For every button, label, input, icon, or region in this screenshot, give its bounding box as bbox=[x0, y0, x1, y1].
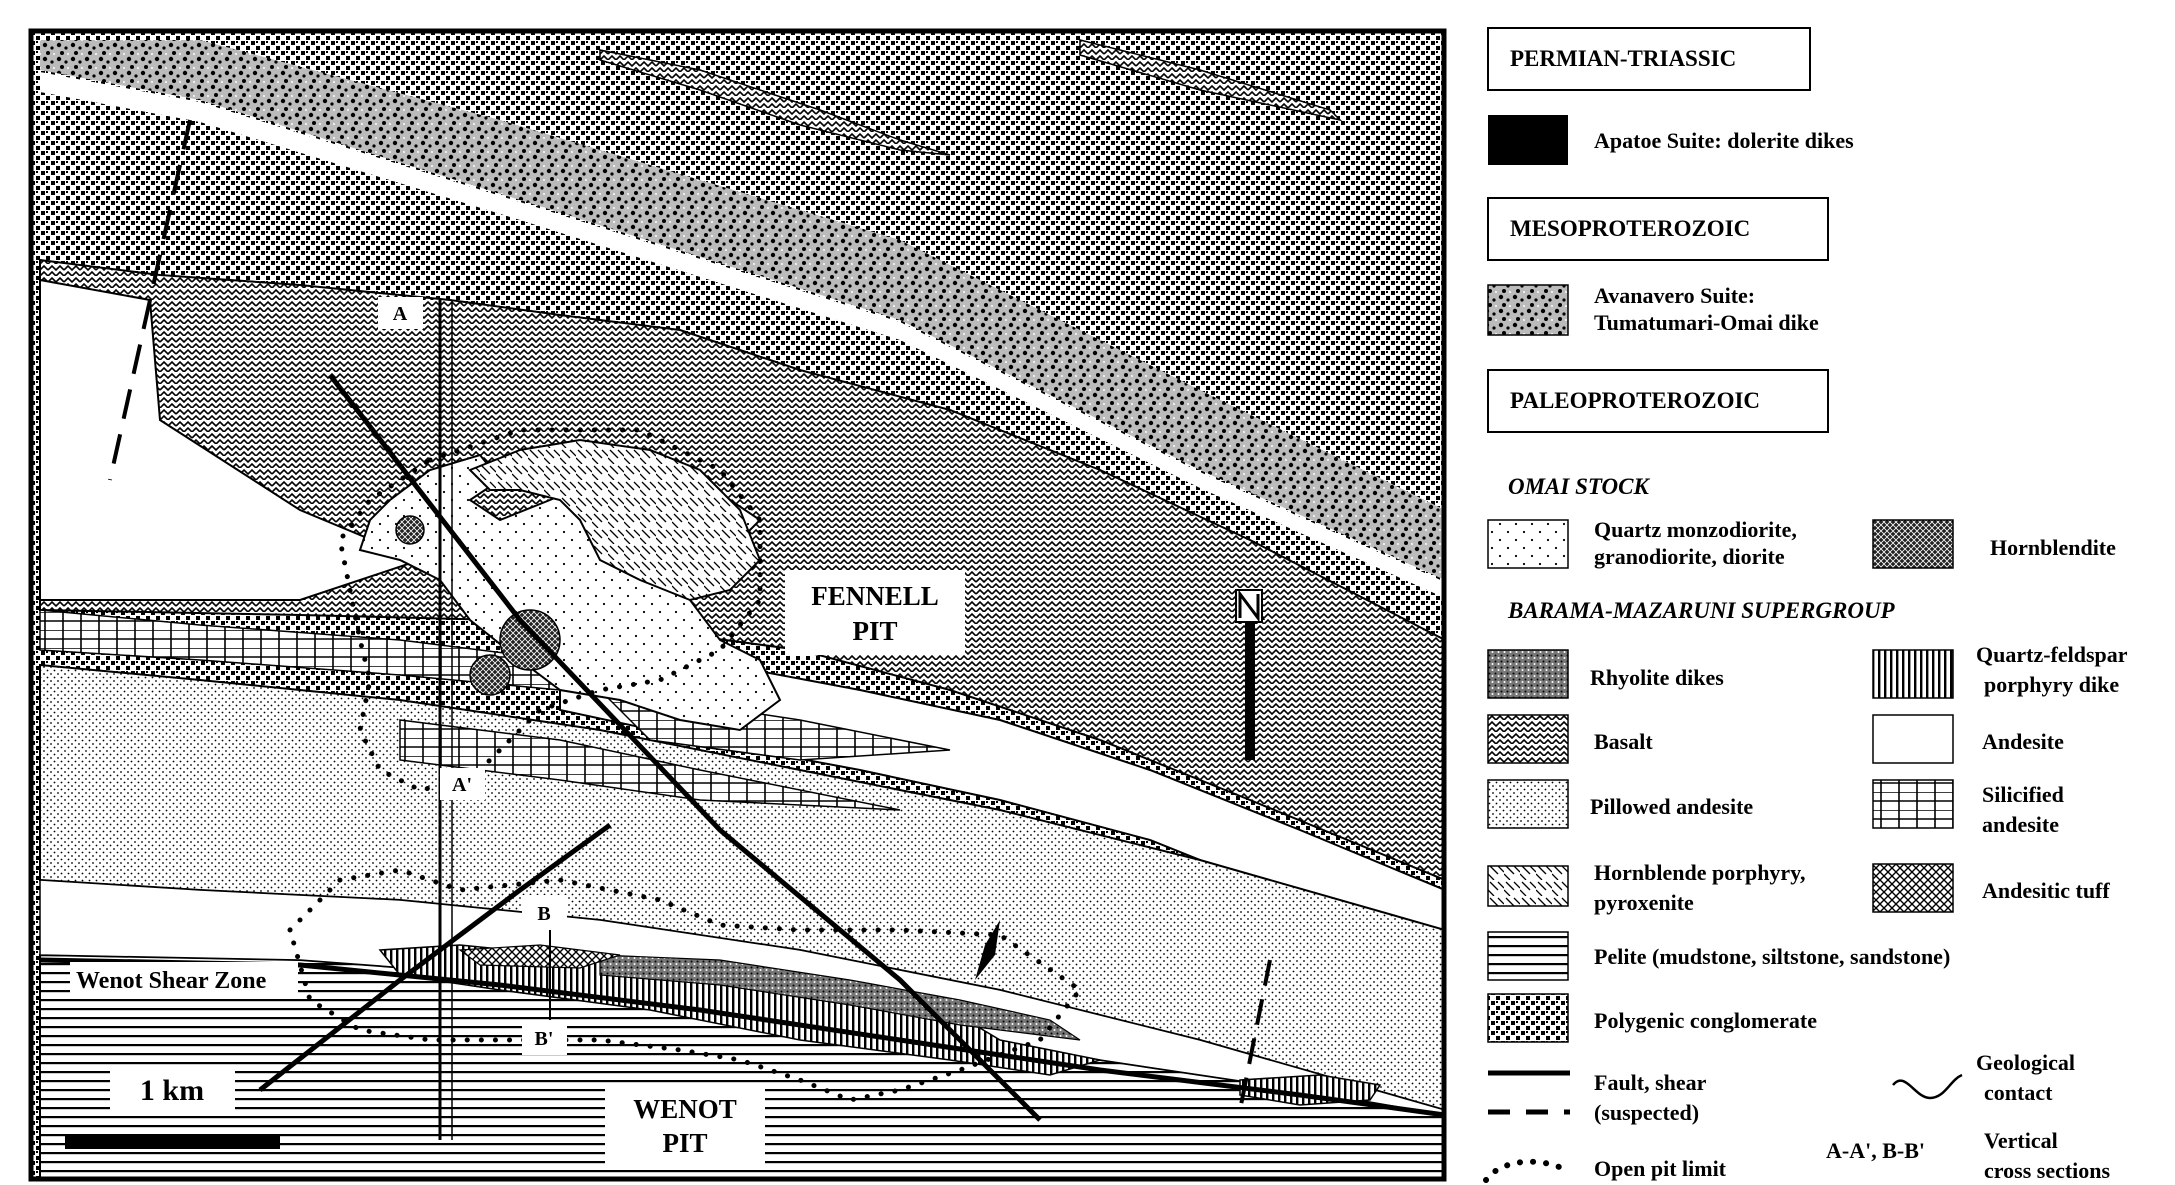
legend-label-hbl-porphyry-1: Hornblende porphyry, bbox=[1594, 860, 1805, 885]
fennell-pit-label-box bbox=[785, 570, 965, 655]
scale-bar bbox=[65, 1135, 280, 1149]
legend-swatch-silicified-andesite bbox=[1872, 779, 1954, 829]
fault-suspected-nw bbox=[108, 119, 192, 481]
unit-andesitic-tuff-lens bbox=[458, 944, 621, 969]
unit-dolerite-dike-pod bbox=[975, 920, 1000, 980]
fault-diagonal-main bbox=[328, 373, 1042, 1122]
legend-label-fault-2: (suspected) bbox=[1594, 1100, 1699, 1125]
legend-label-hornblendite: Hornblendite bbox=[1990, 535, 2116, 560]
map-frame bbox=[28, 28, 1447, 1182]
legend-label-pillowed-andesite: Pillowed andesite bbox=[1590, 794, 1753, 819]
unit-hornblendite-3 bbox=[395, 515, 425, 545]
scale-label: 1 km bbox=[140, 1074, 204, 1107]
legend-swatch-apatoe bbox=[1488, 115, 1568, 165]
legend-swatch-quartz-monzodiorite bbox=[1487, 519, 1569, 569]
legend-label-quartz-monzodiorite-2: granodiorite, diorite bbox=[1594, 544, 1785, 569]
section-b-prime-label-box bbox=[522, 1020, 567, 1055]
unit-rhyolite-lens bbox=[599, 954, 1081, 1041]
legend-swatch-hornblende-porphyry bbox=[1487, 865, 1569, 907]
unit-basalt-lens-top bbox=[599, 49, 951, 156]
north-arrow-icon bbox=[1235, 589, 1265, 760]
legend-label-avanavero-2: Tumatumari-Omai dike bbox=[1594, 310, 1819, 335]
era-box-meso bbox=[1487, 197, 1829, 261]
era-box-paleo bbox=[1487, 369, 1829, 433]
legend-label-andesite: Andesite bbox=[1982, 729, 2064, 754]
legend-label-silicified-2: andesite bbox=[1982, 812, 2059, 837]
group-barama-mazaruni: BARAMA-MAZARUNI SUPERGROUP bbox=[1507, 598, 1896, 623]
fennell-pit-label-line2: PIT bbox=[852, 616, 897, 646]
section-b-prime-label: B' bbox=[535, 1028, 554, 1050]
era-permian: PERMIAN-TRIASSIC bbox=[1510, 46, 1736, 71]
fault-wenot-shear bbox=[39, 957, 1445, 1118]
legend-swatch-pillowed-andesite bbox=[1487, 779, 1569, 829]
legend-symbol-open-pit-limit bbox=[1483, 1158, 1573, 1183]
era-box-permian bbox=[1487, 27, 1811, 91]
legend-swatch-hornblendite bbox=[1872, 519, 1954, 569]
legend-symbol-geological-contact bbox=[1892, 1073, 1963, 1100]
legend-label-geo-contact-1: Geological bbox=[1976, 1050, 2075, 1075]
section-a-label-box bbox=[378, 297, 423, 329]
unit-hornblende-porphyry bbox=[468, 438, 762, 602]
shear-zone-label: Wenot Shear Zone bbox=[76, 968, 267, 994]
scale-label-box bbox=[110, 1065, 235, 1113]
fault-diagonal-west bbox=[258, 822, 612, 1092]
legend-label-quartz-monzodiorite-1: Quartz monzodiorite, bbox=[1594, 517, 1797, 542]
legend-label-fault-1: Fault, shear bbox=[1594, 1070, 1707, 1095]
wenot-pit-label-box bbox=[605, 1085, 765, 1165]
legend-label-qf-porphyry-1: Quartz-feldspar bbox=[1976, 642, 2128, 667]
legend-label-silicified-1: Silicified bbox=[1982, 782, 2064, 807]
legend-label-hbl-porphyry-2: pyroxenite bbox=[1594, 890, 1694, 915]
unit-hornblendite-2 bbox=[469, 654, 511, 696]
legend-swatch-pelite bbox=[1487, 931, 1569, 981]
wenot-pit-label-line1: WENOT bbox=[633, 1094, 737, 1124]
section-b-label: B bbox=[537, 903, 550, 925]
legend-label-apatoe: Apatoe Suite: dolerite dikes bbox=[1594, 128, 1854, 153]
legend-label-open-pit-limit: Open pit limit bbox=[1594, 1156, 1727, 1181]
legend-label-pelite: Pelite (mudstone, siltstone, sandstone) bbox=[1594, 944, 1950, 969]
unit-basalt-lens-top-2 bbox=[1079, 39, 1343, 122]
open-pit-limit-fennell bbox=[337, 427, 763, 793]
legend-label-sections-code: A-A', B-B' bbox=[1826, 1138, 1925, 1163]
era-meso: MESOPROTEROZOIC bbox=[1510, 216, 1750, 241]
legend-swatch-andesite bbox=[1872, 714, 1954, 764]
shear-zone-label-box bbox=[70, 962, 298, 994]
legend-swatch-andesitic-tuff bbox=[1872, 863, 1954, 913]
section-a-prime-label-box bbox=[440, 768, 485, 800]
unit-avanavero-dike bbox=[40, 40, 1445, 580]
legend-label-sections-1: Vertical bbox=[1984, 1128, 2058, 1153]
legend-label-basalt: Basalt bbox=[1594, 729, 1653, 754]
legend-label-sections-2: cross sections bbox=[1984, 1158, 2111, 1183]
fennell-pit-label-line1: FENNELL bbox=[811, 581, 939, 611]
legend-label-avanavero-1: Avanavero Suite: bbox=[1594, 283, 1755, 308]
legend-swatch-qf-porphyry bbox=[1872, 649, 1954, 699]
unit-silicified-andesite-2 bbox=[399, 719, 901, 811]
legend-swatch-avanavero bbox=[1487, 284, 1569, 336]
legend-label-qf-porphyry-2: porphyry dike bbox=[1984, 672, 2119, 697]
legend-panel: PERMIAN-TRIASSIC Apatoe Suite: dolerite … bbox=[1483, 27, 2128, 1183]
unit-hornblendite-1 bbox=[499, 609, 561, 671]
legend-swatch-basalt bbox=[1487, 714, 1569, 764]
unit-dolerite-dike bbox=[1238, 959, 1272, 1111]
legend-label-andesitic-tuff: Andesitic tuff bbox=[1982, 878, 2110, 903]
wenot-pit-label-line2: PIT bbox=[662, 1128, 707, 1158]
unit-qf-porphyry-lens-2 bbox=[1239, 1074, 1382, 1106]
section-a-prime-label: A' bbox=[452, 774, 472, 796]
map-panel: FENNELL PIT WENOT PIT Wenot Shear Zone A… bbox=[30, 30, 1445, 1180]
legend-swatch-rhyolite bbox=[1487, 649, 1569, 699]
group-omai-stock: OMAI STOCK bbox=[1508, 474, 1650, 499]
section-b-label-box bbox=[522, 895, 567, 930]
legend-swatch-conglomerate bbox=[1487, 993, 1569, 1043]
section-a-label: A bbox=[393, 303, 408, 325]
legend-label-geo-contact-2: contact bbox=[1984, 1080, 2053, 1105]
legend-label-conglomerate: Polygenic conglomerate bbox=[1594, 1008, 1817, 1033]
era-paleo: PALEOPROTEROZOIC bbox=[1510, 388, 1760, 413]
legend-label-rhyolite: Rhyolite dikes bbox=[1590, 665, 1724, 690]
